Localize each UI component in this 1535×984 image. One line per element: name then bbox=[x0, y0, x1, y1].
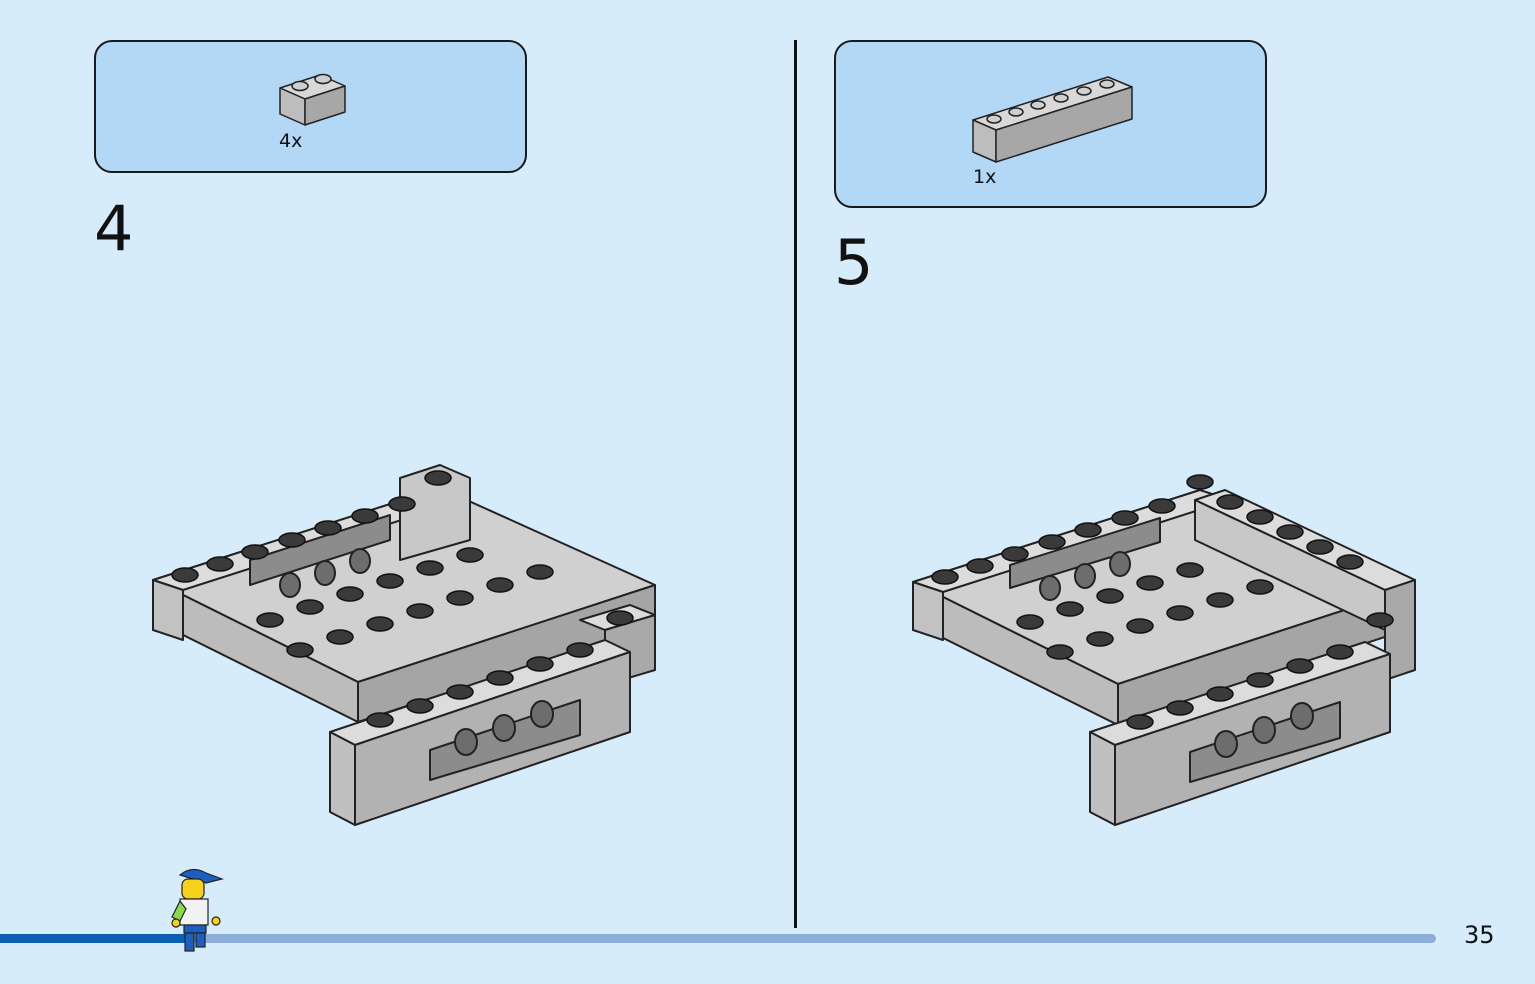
step-divider bbox=[794, 40, 797, 928]
step-number-4: 4 bbox=[94, 192, 134, 265]
step-number-5: 5 bbox=[834, 226, 874, 299]
progress-track bbox=[0, 934, 1436, 943]
assembly-illustration-step-5 bbox=[912, 474, 1416, 826]
assembly-illustration-step-4 bbox=[152, 464, 656, 826]
parts-callout-step-4: 4x bbox=[94, 40, 527, 173]
parts-callout-step-5: 1x bbox=[834, 40, 1267, 208]
progress-fill bbox=[0, 934, 187, 943]
grey-brick-1x6-icon bbox=[972, 76, 1133, 163]
part-quantity: 4x bbox=[279, 130, 303, 152]
grey-brick-1x2-icon bbox=[279, 73, 346, 126]
part-quantity: 1x bbox=[973, 166, 997, 188]
page-number: 35 bbox=[1464, 921, 1495, 949]
minifigure-mascot-icon bbox=[171, 868, 225, 952]
